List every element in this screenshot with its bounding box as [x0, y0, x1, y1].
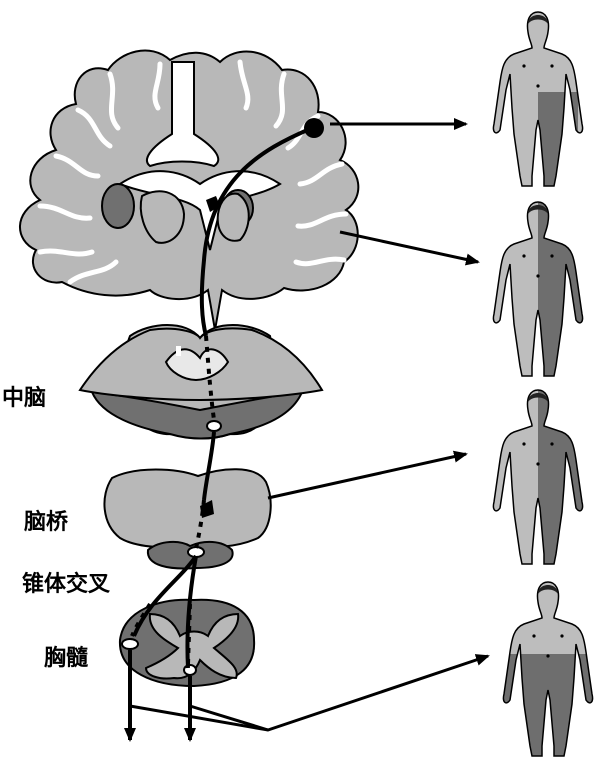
body-outline: [492, 389, 584, 565]
lateral-ventricles: [145, 61, 220, 168]
cortical-lesion-marker: [304, 118, 324, 138]
capsule-lesion-marker: [206, 196, 220, 212]
body-detail-dot: [550, 64, 554, 68]
hair: [528, 15, 548, 24]
aqueduct: [176, 346, 181, 356]
arrow-join-right: [189, 704, 269, 732]
decussation-marker: [187, 546, 205, 558]
body-detail-dot: [522, 442, 526, 446]
body-detail-dot: [522, 254, 526, 258]
hair: [528, 393, 548, 402]
body-detail-dot: [536, 84, 540, 88]
decussation-uncrossed-tract: [185, 555, 198, 669]
hair: [528, 205, 548, 214]
corticospinal-pathway: [124, 126, 313, 742]
pons-section: [103, 468, 272, 570]
brain-coronal-section: [19, 49, 360, 331]
label-decussation: 锥体交叉: [22, 572, 111, 597]
arrow-to-figure-2: [339, 230, 480, 266]
body-figure-1: [492, 11, 584, 187]
body-outline: [502, 581, 594, 757]
body-detail-dot: [560, 634, 564, 638]
pons-pathway-solid: [202, 431, 216, 501]
body-outline: [492, 201, 584, 377]
label-thoracic-cord: 胸髓: [44, 646, 89, 671]
body-detail-dot: [536, 462, 540, 466]
pointer-arrows: [129, 118, 490, 732]
cerebral-peduncle: [90, 390, 304, 440]
left-basal-ganglia: [101, 183, 135, 229]
body-detail-dot: [546, 654, 550, 658]
pons-outline: [103, 468, 272, 549]
cord-gray-matter: [144, 612, 240, 680]
body-figures: [492, 11, 594, 757]
body-figure-4: [502, 581, 594, 757]
left-thalamus: [139, 190, 186, 244]
paralysis-shading: [503, 654, 593, 756]
lateral-column-dotted: [130, 602, 152, 637]
cerebral-aqueduct-region: [164, 348, 230, 382]
arrow-to-figure-3: [267, 450, 468, 500]
label-pons: 脑桥: [24, 510, 69, 535]
anterior-tract-marker: [183, 664, 197, 676]
body-detail-dot: [522, 64, 526, 68]
body-detail-dot: [536, 274, 540, 278]
body-outline: [492, 11, 584, 187]
paralysis-shading: [538, 390, 583, 564]
midbrain-tract-marker: [206, 420, 222, 432]
left-lateral-tract-marker: [121, 638, 139, 650]
hair: [538, 585, 558, 594]
pons-lesion-marker: [200, 500, 214, 518]
body-detail-dot: [532, 634, 536, 638]
upper-pathway-solid: [199, 126, 313, 337]
body-figure-3: [492, 389, 584, 565]
midbrain-section: [78, 324, 324, 440]
label-midbrain: 中脑: [2, 386, 47, 411]
paralysis-shading: [538, 202, 583, 376]
right-thalamus: [216, 192, 250, 242]
body-detail-dot: [550, 254, 554, 258]
body-figure-2: [492, 201, 584, 377]
body-detail-dot: [550, 442, 554, 446]
